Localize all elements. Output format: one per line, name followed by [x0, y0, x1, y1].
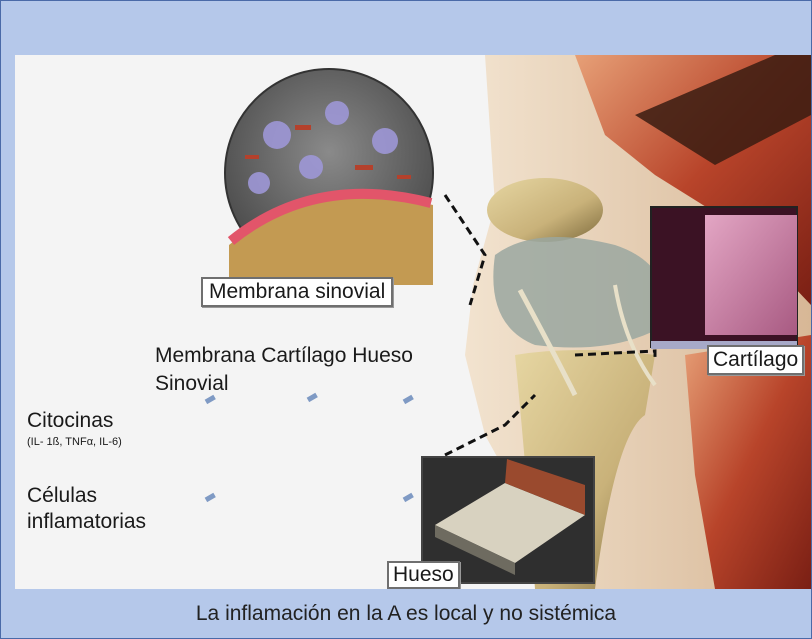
- cartilage-zoom-square: [651, 207, 797, 349]
- label-cartilago: Cartílago: [707, 345, 804, 375]
- legend-header-line1: Membrana Cartílago Hueso: [155, 343, 413, 369]
- legend-celulas-line2: inflamatorias: [27, 509, 146, 535]
- knee-illustration-panel: Membrana sinovial Cartílago Hueso Membra…: [15, 55, 811, 589]
- label-membrana-sinovial: Membrana sinovial: [201, 277, 393, 307]
- synovial-zoom-circle: [225, 69, 433, 285]
- patella: [487, 178, 603, 242]
- header-band: [1, 1, 811, 55]
- label-hueso: Hueso: [387, 561, 460, 589]
- legend-citocinas-detail: (IL- 1ß, TNFα, IL-6): [27, 436, 122, 448]
- legend-celulas-line1: Células: [27, 483, 97, 509]
- figure-caption: La inflamación en la A es local y no sis…: [196, 602, 616, 626]
- caption-band: La inflamación en la A es local y no sis…: [1, 589, 811, 638]
- legend-header-line2: Sinovial: [155, 371, 229, 397]
- legend-citocinas: Citocinas: [27, 408, 113, 434]
- legend-markers: [205, 393, 414, 502]
